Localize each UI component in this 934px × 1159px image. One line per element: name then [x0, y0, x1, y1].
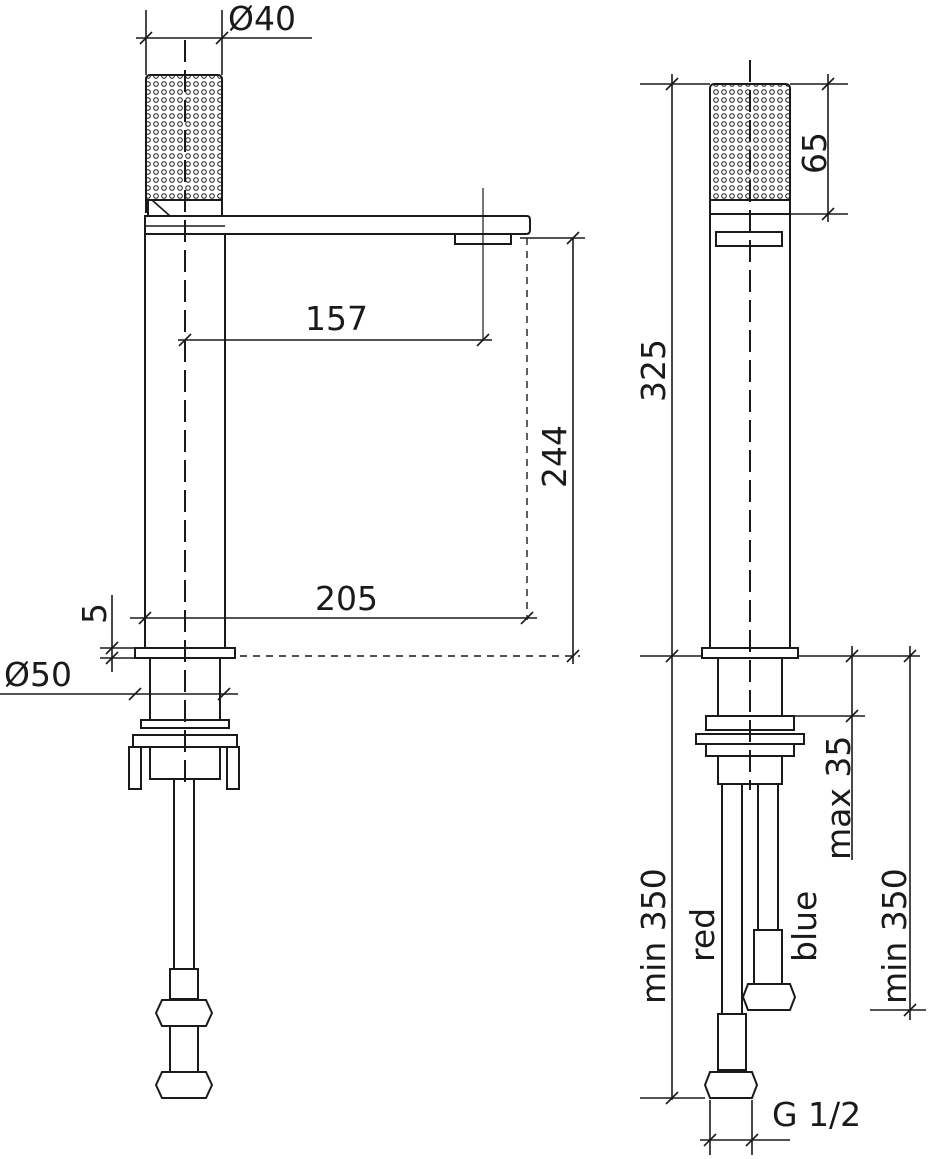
dim-connection-thread: G 1/2	[700, 1095, 861, 1155]
dim-spout-reach-label: 157	[305, 299, 368, 338]
side-hose-red	[703, 783, 759, 1099]
dim-overall-reach: 205	[130, 579, 537, 648]
hose-blue-label: blue	[785, 891, 824, 962]
dim-spout-height: 244	[520, 231, 585, 664]
side-view	[695, 60, 805, 1099]
dim-handle-diameter-label: Ø40	[228, 0, 296, 38]
dim-overall-height-label: 325	[634, 339, 673, 402]
dim-max-counter-thickness: max 35	[794, 646, 920, 860]
dim-base-diameter-label: Ø50	[4, 655, 72, 694]
dim-base-offset: 5	[75, 595, 135, 672]
dim-overall-reach-label: 205	[315, 579, 378, 618]
dim-base-offset-label: 5	[75, 603, 114, 624]
dim-base-diameter: Ø50	[0, 655, 238, 701]
dim-max-counter-thickness-label: max 35	[819, 736, 858, 860]
side-hose-blue	[741, 783, 797, 1011]
dim-hose-length-front: min 350	[634, 868, 705, 1105]
dim-spout-reach: 157	[178, 299, 492, 347]
front-view	[128, 40, 580, 1099]
dim-hose-length-side-label: min 350	[875, 868, 914, 1004]
dim-handle-height: 65	[790, 74, 848, 222]
hose-red-label: red	[683, 908, 722, 962]
dim-handle-height-label: 65	[795, 132, 834, 174]
dim-hose-length-side: min 350	[870, 646, 926, 1020]
dim-handle-diameter: Ø40	[136, 0, 312, 75]
front-hose	[154, 778, 214, 1099]
dim-connection-thread-label: G 1/2	[772, 1095, 861, 1134]
dim-spout-height-label: 244	[535, 425, 574, 488]
dim-overall-height: 325	[634, 74, 710, 1100]
dim-hose-length-front-label: min 350	[634, 868, 673, 1004]
